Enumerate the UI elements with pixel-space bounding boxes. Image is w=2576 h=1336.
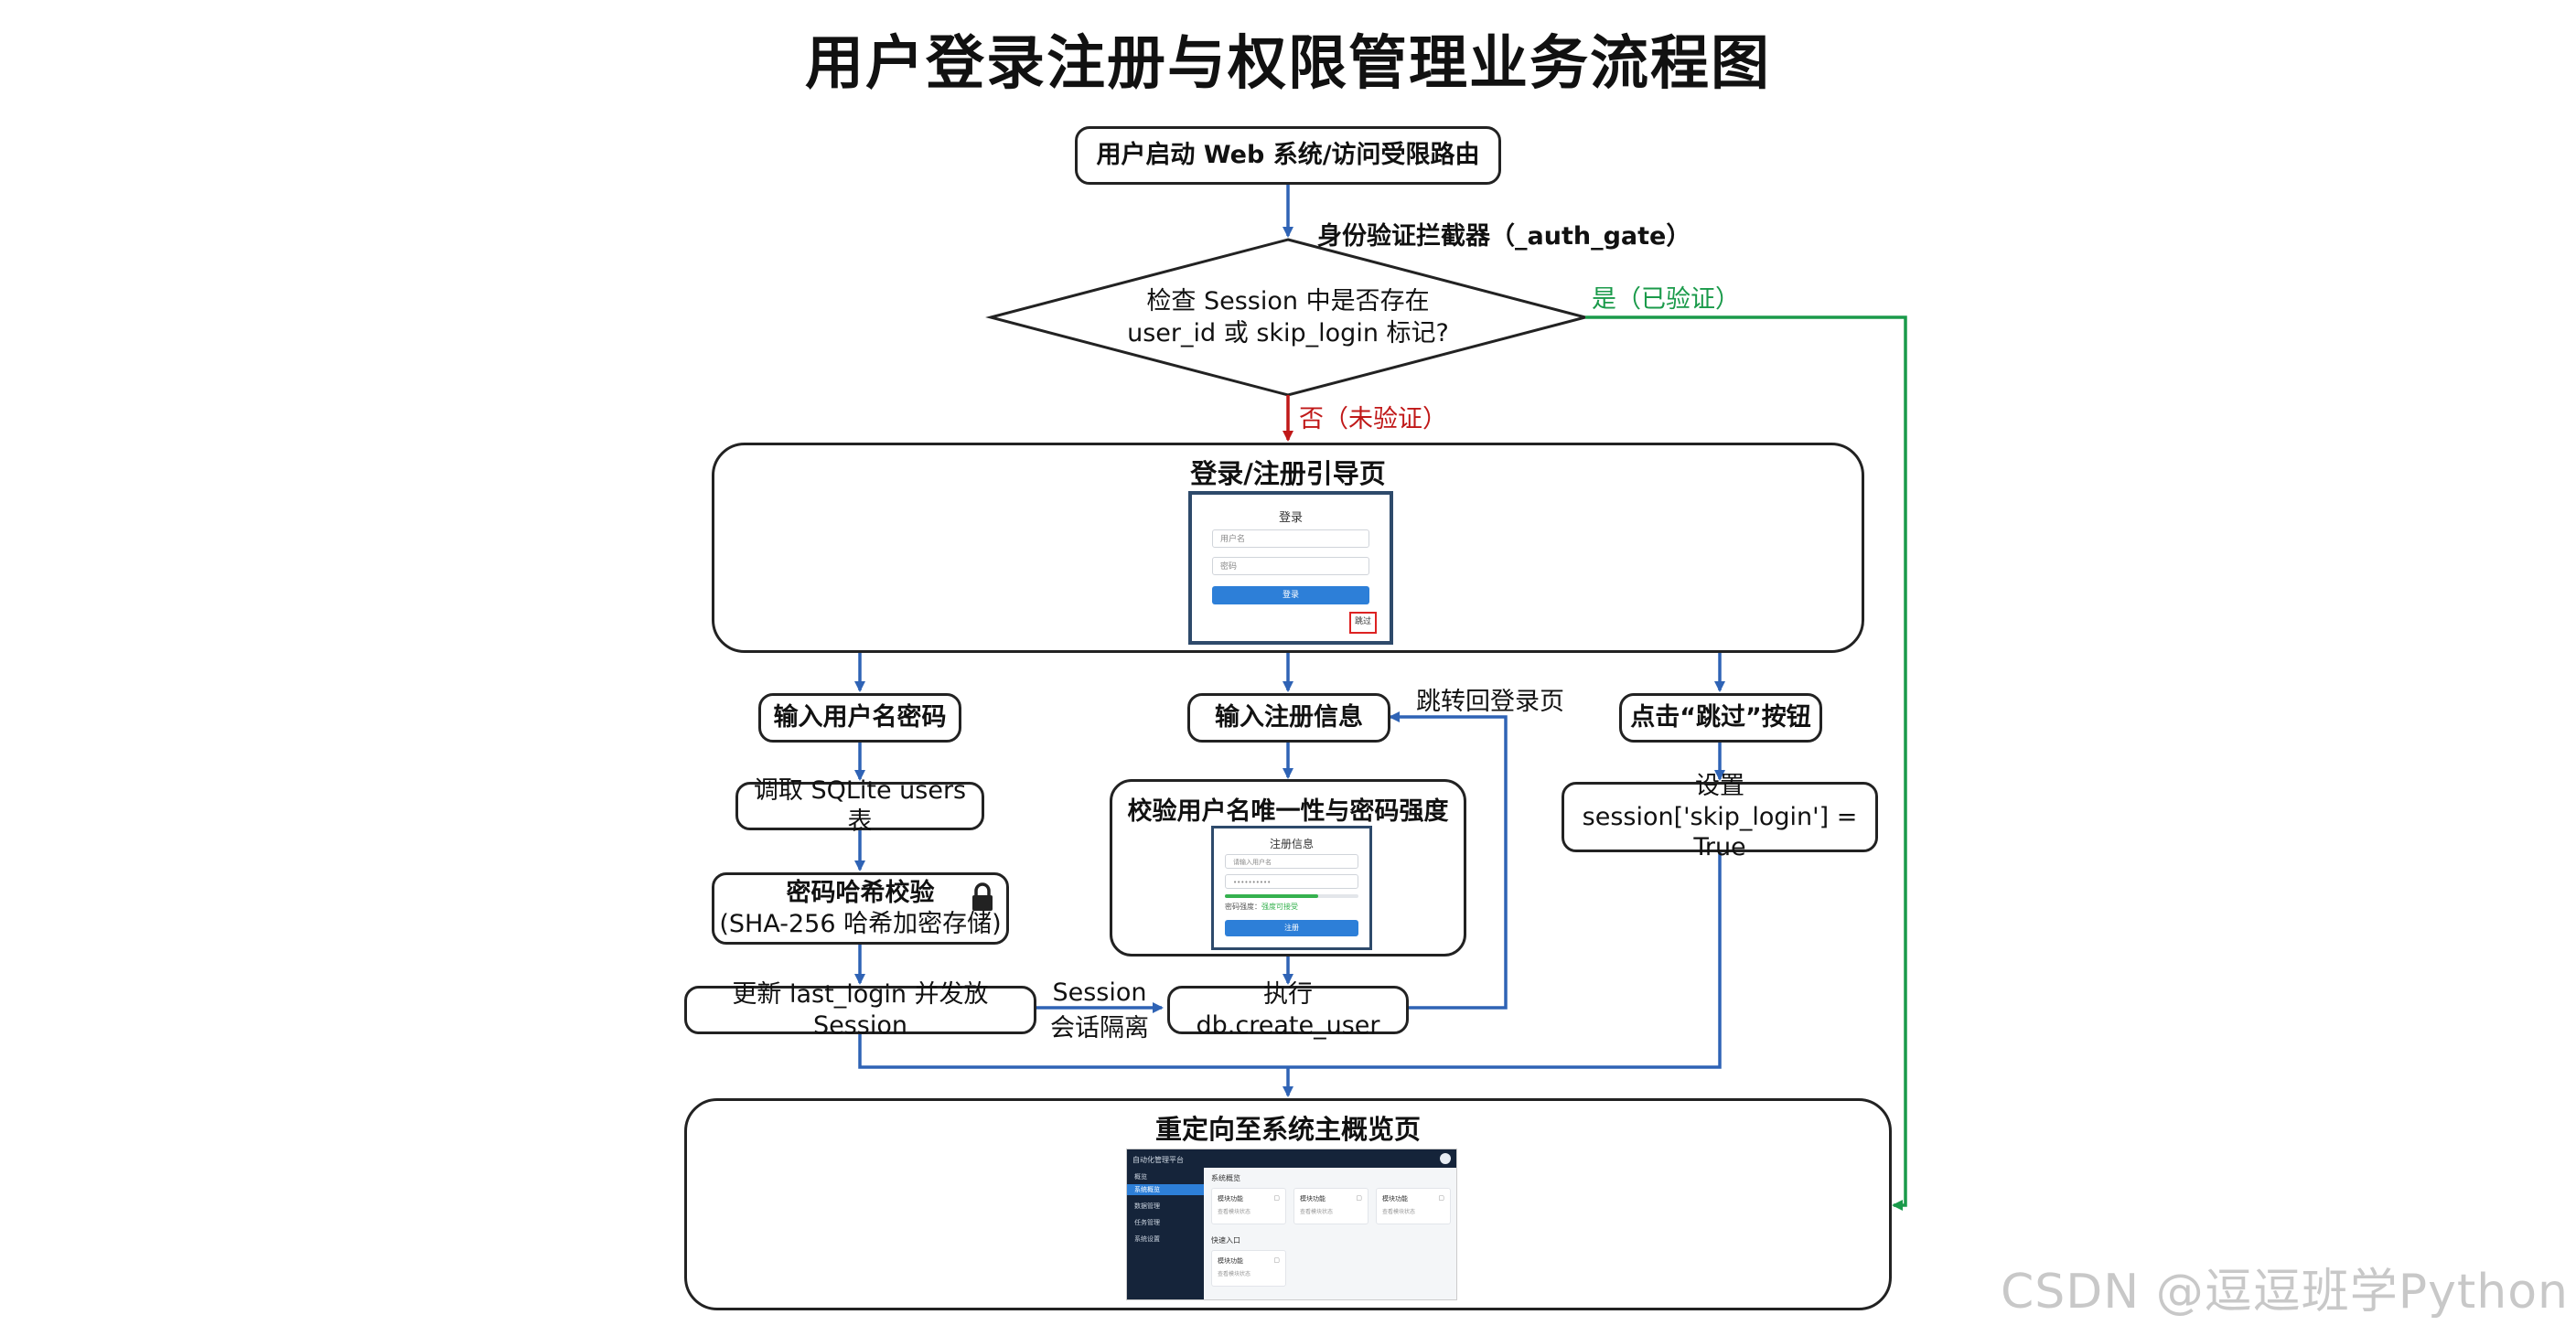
register-password-field[interactable]: •••••••••• [1225, 874, 1358, 889]
card-icon: ▢ [1273, 1256, 1280, 1264]
register-submit-button[interactable]: 注册 [1225, 920, 1358, 936]
login-button[interactable]: 登录 [1212, 586, 1369, 604]
dashboard-brand: 自动化管理平台 [1132, 1156, 1184, 1164]
yes-label: 是（已验证） [1592, 285, 1740, 314]
guide-page-container: 登录/注册引导页 登录 用户名 密码 登录 跳过 [712, 443, 1864, 653]
redirect-container: 重定向至系统主概览页 自动化管理平台 概览 系统概览 数据管理 任务管理 系统设… [684, 1098, 1892, 1310]
query-users-node: 调取 SQLite users 表 [735, 776, 984, 836]
create-user-label: 执行 db.create_user [1196, 979, 1380, 1040]
input-register-node: 输入注册信息 [1187, 693, 1390, 743]
session-label-line1: Session [1052, 978, 1147, 1007]
set-skip-line2: session['skip_login'] = True [1582, 802, 1858, 862]
card-icon: ▢ [1273, 1194, 1280, 1202]
update-login-node: 更新 last_login 并发放 Session [684, 980, 1036, 1040]
input-register-label: 输入注册信息 [1215, 703, 1363, 732]
card-desc: 查看模块状态 [1382, 1209, 1416, 1215]
dashboard-card-3[interactable]: 模块功能 ▢ 查看模块状态 [1211, 1250, 1286, 1287]
start-label: 用户启动 Web 系统/访问受限路由 [1096, 141, 1480, 170]
create-user-node: 执行 db.create_user [1167, 980, 1409, 1040]
password-strength-bar [1225, 894, 1358, 898]
card-icon: ▢ [1438, 1194, 1444, 1202]
dashboard-sidebar: 自动化管理平台 概览 系统概览 数据管理 任务管理 系统设置 [1127, 1149, 1204, 1299]
skip-button[interactable]: 跳过 [1349, 612, 1377, 634]
login-mock-title: 登录 [1278, 511, 1303, 525]
dashboard-topbar [1204, 1149, 1456, 1168]
lock-icon [970, 882, 995, 920]
dashboard-nav-0[interactable]: 概览 [1134, 1173, 1147, 1181]
dashboard-card-1[interactable]: 模块功能 ▢ 查看模块状态 [1293, 1188, 1368, 1224]
card-title: 模块功能 [1218, 1257, 1243, 1265]
hash-check-node: 密码哈希校验 (SHA-256 哈希加密存储) [712, 872, 1009, 945]
password-field[interactable]: 密码 [1212, 557, 1369, 575]
dashboard-nav-1[interactable]: 系统概览 [1127, 1184, 1204, 1195]
dashboard-card-2[interactable]: 模块功能 ▢ 查看模块状态 [1376, 1188, 1451, 1224]
click-skip-node: 点击“跳过”按钮 [1619, 693, 1822, 743]
card-title: 模块功能 [1300, 1195, 1326, 1202]
validate-register-container: 校验用户名唯一性与密码强度 注册信息 请输入用户名 •••••••••• 密码强… [1110, 779, 1466, 957]
register-username-field[interactable]: 请输入用户名 [1225, 854, 1358, 869]
dashboard-card-0[interactable]: 模块功能 ▢ 查看模块状态 [1211, 1188, 1286, 1224]
page-title: 用户登录注册与权限管理业务流程图 [805, 30, 1771, 98]
password-strength-fill [1225, 894, 1319, 898]
guide-page-title: 登录/注册引导页 [1190, 458, 1386, 489]
card-desc: 查看模块状态 [1218, 1209, 1251, 1215]
query-users-label: 调取 SQLite users 表 [753, 775, 967, 836]
dashboard-nav-4[interactable]: 系统设置 [1134, 1235, 1160, 1243]
jump-back-label: 跳转回登录页 [1416, 688, 1564, 716]
set-skip-line1: 设置 [1695, 771, 1744, 800]
update-login-label: 更新 last_login 并发放 Session [732, 979, 989, 1040]
dashboard-section-2: 快速入口 [1211, 1236, 1240, 1245]
strength-label: 密码强度： [1225, 903, 1261, 911]
login-screenshot: 登录 用户名 密码 登录 跳过 [1188, 491, 1393, 645]
session-label-line2: 会话隔离 [1050, 1014, 1149, 1043]
dashboard-screenshot: 自动化管理平台 概览 系统概览 数据管理 任务管理 系统设置 系统概览 模块功能… [1126, 1149, 1457, 1300]
password-strength-text: 密码强度：强度可接受 [1225, 902, 1298, 912]
dashboard-nav-2[interactable]: 数据管理 [1134, 1202, 1160, 1210]
input-username-node: 输入用户名密码 [758, 693, 961, 743]
card-title: 模块功能 [1218, 1195, 1243, 1202]
arrow-jump-back [1389, 711, 1508, 1010]
redirect-title: 重定向至系统主概览页 [1154, 1114, 1421, 1145]
decision-text: 检查 Session 中是否存在 user_id 或 skip_login 标记… [1059, 285, 1517, 349]
decision-line2: user_id 或 skip_login 标记? [1127, 319, 1449, 348]
dashboard-nav-3[interactable]: 任务管理 [1134, 1219, 1160, 1226]
decision-line1: 检查 Session 中是否存在 [1146, 287, 1430, 315]
register-mock-title: 注册信息 [1269, 838, 1314, 850]
input-username-label: 输入用户名密码 [773, 703, 947, 732]
card-title: 模块功能 [1382, 1195, 1408, 1202]
merge-line [858, 852, 1722, 1069]
session-label: Session 会话隔离 [1041, 977, 1158, 1044]
click-skip-label: 点击“跳过”按钮 [1630, 703, 1811, 732]
no-label: 否（未验证） [1299, 405, 1447, 433]
set-skip-node: 设置 session['skip_login'] = True [1562, 772, 1878, 861]
card-desc: 查看模块状态 [1300, 1209, 1334, 1215]
hash-check-line2: (SHA-256 哈希加密存储) [719, 909, 1002, 938]
strength-value: 强度可接受 [1261, 903, 1298, 911]
username-field[interactable]: 用户名 [1212, 529, 1369, 548]
validate-register-title: 校验用户名唯一性与密码强度 [1127, 797, 1449, 826]
start-node: 用户启动 Web 系统/访问受限路由 [1075, 126, 1501, 185]
watermark: CSDN @逗逗班学Python [2000, 1265, 2569, 1320]
arrow-yes [1585, 315, 1907, 1211]
card-desc: 查看模块状态 [1218, 1271, 1251, 1277]
register-screenshot: 注册信息 请输入用户名 •••••••••• 密码强度：强度可接受 注册 [1211, 826, 1372, 950]
card-icon: ▢ [1356, 1194, 1362, 1202]
dashboard-section-1: 系统概览 [1211, 1174, 1240, 1182]
hash-check-line1: 密码哈希校验 [786, 878, 935, 907]
avatar[interactable] [1440, 1153, 1451, 1164]
interceptor-label: 身份验证拦截器（_auth_gate） [1317, 222, 1691, 251]
